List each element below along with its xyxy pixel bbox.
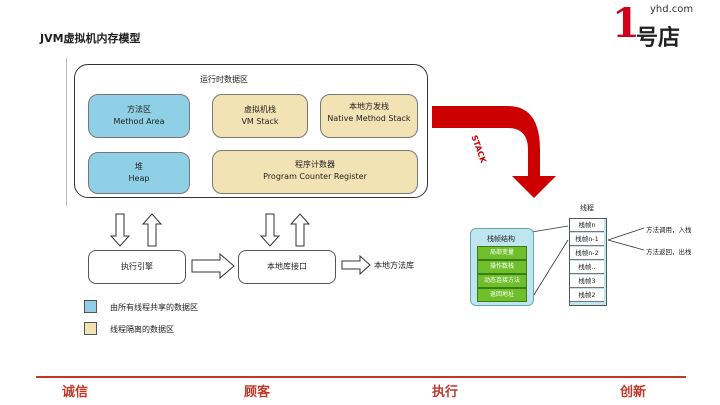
legend-shared-label: 由所有线程共享的数据区 <box>110 303 198 312</box>
native-method-stack-box: 本地方发栈 Native Method Stack <box>320 94 418 138</box>
runtime-data-area-title: 运行时数据区 <box>200 75 248 84</box>
stack-frame: 栈帧n-1 <box>570 233 604 246</box>
frame-item-return-address: 返回地址 <box>477 288 527 302</box>
connector-line-2 <box>531 239 569 299</box>
exec-engine-box: 执行引擎 <box>88 250 186 284</box>
pc-register-cn: 程序计数器 <box>295 160 335 169</box>
logo-text: 号店 <box>636 26 681 51</box>
right-arrow-engine <box>191 252 235 280</box>
stack-frame: 栈帧3 <box>570 275 604 288</box>
right-arrow-native <box>341 254 371 276</box>
connector-line-1 <box>531 225 569 233</box>
method-area-box: 方法区 Method Area <box>88 94 190 138</box>
diagram-frame-line <box>66 58 431 206</box>
legend-shared-swatch <box>84 300 97 313</box>
stack-frame: 栈帧.. <box>570 261 604 274</box>
down-arrow-right-1 <box>259 213 281 247</box>
legend-isolated-label: 线程隔离的数据区 <box>110 325 174 334</box>
up-arrow-left-1 <box>141 213 163 247</box>
method-area-cn: 方法区 <box>127 105 151 114</box>
note-line-2 <box>607 239 645 251</box>
footer-value-3: 执行 <box>432 385 459 400</box>
note-line-1 <box>607 227 645 241</box>
heap-box: 堆 Heap <box>88 152 190 194</box>
up-arrow-right-1 <box>289 213 311 247</box>
frame-item-operand-stack: 操作数栈 <box>477 260 527 274</box>
thread-title: 线程 <box>580 204 594 212</box>
frame-item-local-vars: 局部变量 <box>477 246 527 260</box>
native-library-label: 本地方法库 <box>374 261 414 270</box>
native-method-stack-cn: 本地方发栈 <box>349 102 389 111</box>
vm-stack-box: 虚拟机栈 VM Stack <box>212 94 308 138</box>
logo-number: 1 <box>612 0 640 47</box>
stack-curved-arrow <box>432 106 556 198</box>
footer-divider <box>36 376 686 378</box>
frame-item-dynamic-linking: 动态连接方法 <box>477 274 527 288</box>
note-method-call: 方法调用，入栈 <box>646 226 692 234</box>
vm-stack-en: VM Stack <box>241 117 279 126</box>
down-arrow-left-1 <box>109 213 131 247</box>
footer-value-2: 顾客 <box>244 385 271 400</box>
stack-frame: 栈帧2 <box>570 289 604 302</box>
method-area-en: Method Area <box>113 117 165 126</box>
pc-register-box: 程序计数器 Program Counter Register <box>212 150 418 194</box>
pc-register-en: Program Counter Register <box>263 172 367 181</box>
legend-isolated-swatch <box>84 322 97 335</box>
stack-frame: 栈帧n-2 <box>570 247 604 260</box>
footer-value-4: 创新 <box>620 385 647 400</box>
native-interface-box: 本地库接口 <box>238 250 336 284</box>
frame-structure-title: 栈帧结构 <box>487 235 515 243</box>
heap-cn: 堆 <box>135 162 143 171</box>
note-method-return: 方法返回，出栈 <box>646 248 692 256</box>
logo-site: yhd.com <box>650 4 694 15</box>
heap-en: Heap <box>128 174 150 183</box>
vm-stack-cn: 虚拟机栈 <box>244 105 276 114</box>
stack-frame: 栈帧n <box>570 219 604 232</box>
page-title: JVM虚拟机内存模型 <box>40 32 141 45</box>
native-method-stack-en: Native Method Stack <box>327 114 411 123</box>
footer-value-1: 诚信 <box>62 385 89 400</box>
